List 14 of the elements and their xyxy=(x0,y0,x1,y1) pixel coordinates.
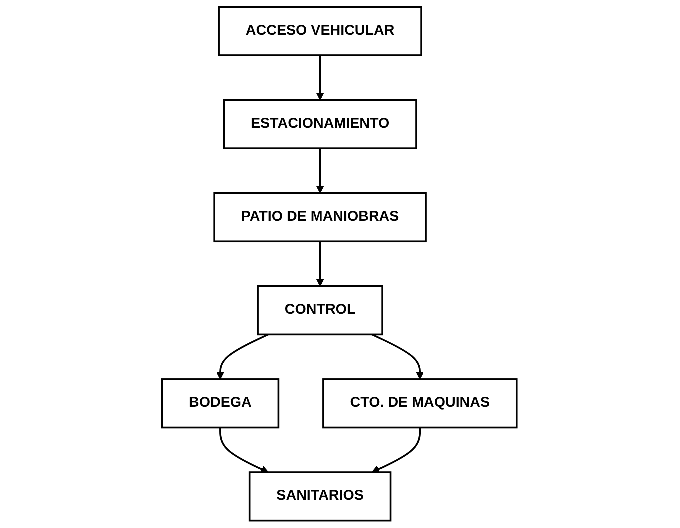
arrow xyxy=(316,242,325,287)
node-box: SANITARIOS xyxy=(249,472,392,522)
node-box: ACCESO VEHICULAR xyxy=(218,6,423,56)
arrow xyxy=(372,334,425,380)
node-box: CTO. DE MAQUINAS xyxy=(323,378,518,429)
node-box: PATIO DE MANIOBRAS xyxy=(214,192,428,243)
arrow xyxy=(220,428,270,474)
node-box: ESTACIONAMIENTO xyxy=(224,99,418,150)
node-box: BODEGA xyxy=(162,378,280,429)
arrow xyxy=(372,428,422,474)
arrow xyxy=(316,55,325,101)
arrow xyxy=(216,334,270,380)
arrow xyxy=(316,148,325,194)
node-box: CONTROL xyxy=(258,285,384,336)
